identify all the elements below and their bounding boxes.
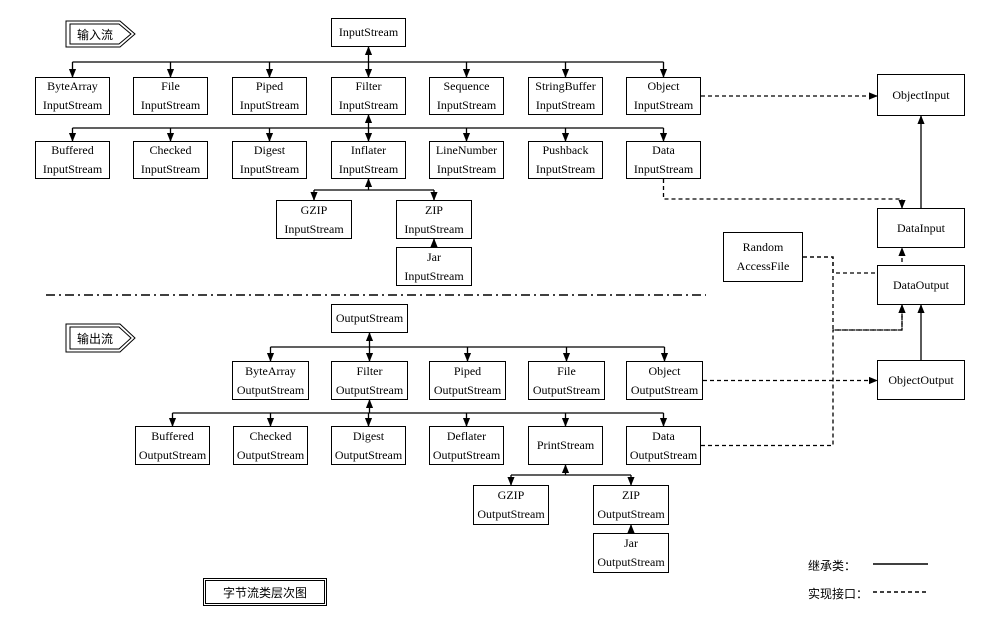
diagram-title: 字节流类层次图 xyxy=(203,578,327,606)
legend-implement-label: 实现接口： xyxy=(808,587,869,601)
objectinput-box: ObjectInput xyxy=(877,74,965,116)
datainputstream-implements-datainput xyxy=(662,179,906,209)
deflateroutputstream-box: Deflater OutputStream xyxy=(429,426,504,465)
output-tag-shape xyxy=(65,323,136,353)
dataoutputstream-box: Data OutputStream xyxy=(626,426,701,465)
inflaterinputstream-box: Inflater InputStream xyxy=(331,141,406,179)
outputstream-box: OutputStream xyxy=(331,304,408,333)
bufferedoutputstream-box: Buffered OutputStream xyxy=(135,426,210,465)
output-stream-tag: 输出流 xyxy=(76,331,113,346)
bytearrayoutputstream-box: ByteArray OutputStream xyxy=(232,361,309,400)
pushbackinputstream-box: Pushback InputStream xyxy=(528,141,603,179)
randomaccessfile-box: Random AccessFile xyxy=(723,232,803,282)
input-stream-tag: 输入流 xyxy=(76,27,113,42)
stringbufferinputstream-box: StringBuffer InputStream xyxy=(528,77,603,115)
jarinputstream-box: Jar InputStream xyxy=(396,247,472,286)
pipedoutputstream-box: Piped OutputStream xyxy=(429,361,506,400)
objectoutput-box: ObjectOutput xyxy=(877,360,965,400)
datainput-box: DataInput xyxy=(877,208,965,248)
inputstream-box: InputStream xyxy=(331,18,406,47)
dataoutput-box: DataOutput xyxy=(877,265,965,305)
objectoutputstream-box: Object OutputStream xyxy=(626,361,703,400)
dataoutputstream-implements-dataoutput xyxy=(701,304,906,447)
datainputstream-box: Data InputStream xyxy=(626,141,701,179)
zipinputstream-box: ZIP InputStream xyxy=(396,200,472,239)
linenumberinputstream-box: LineNumber InputStream xyxy=(429,141,504,179)
pipedinputstream-box: Piped InputStream xyxy=(232,77,307,115)
legend-inherit-label: 继承类： xyxy=(808,559,857,573)
digestinputstream-box: Digest InputStream xyxy=(232,141,307,179)
gzipoutputstream-box: GZIP OutputStream xyxy=(473,485,549,525)
filteroutputstream-box: Filter OutputStream xyxy=(331,361,408,400)
jaroutputstream-box: Jar OutputStream xyxy=(593,533,669,573)
filterinputstream-box: Filter InputStream xyxy=(331,77,406,115)
digestoutputstream-box: Digest OutputStream xyxy=(331,426,406,465)
zipoutputstream-box: ZIP OutputStream xyxy=(593,485,669,525)
bufferedinputstream-box: Buffered InputStream xyxy=(35,141,110,179)
objectinputstream-box: Object InputStream xyxy=(626,77,701,115)
input-tag-shape xyxy=(65,20,136,48)
sequenceinputstream-box: Sequence InputStream xyxy=(429,77,504,115)
gzipinputstream-box: GZIP InputStream xyxy=(276,200,352,239)
fileoutputstream-box: File OutputStream xyxy=(528,361,605,400)
bytearrayinputstream-box: ByteArray InputStream xyxy=(35,77,110,115)
checkedoutputstream-box: Checked OutputStream xyxy=(233,426,308,465)
printstream-box: PrintStream xyxy=(528,426,603,465)
checkedinputstream-box: Checked InputStream xyxy=(133,141,208,179)
fileinputstream-box: File InputStream xyxy=(133,77,208,115)
